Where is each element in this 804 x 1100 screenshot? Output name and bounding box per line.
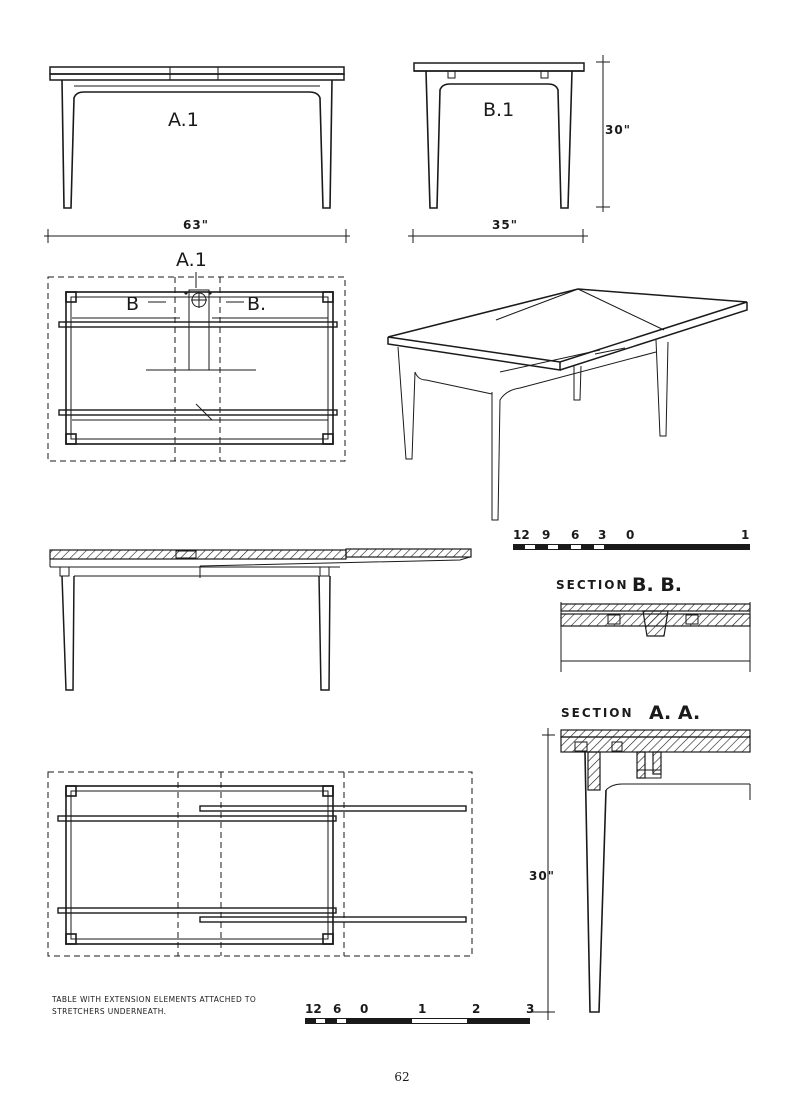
scale-bar-bottom: 12 6 0 1 2 3 [305, 1002, 545, 1024]
length-dimension: 63" [183, 218, 209, 232]
side-view-label: B.1 [483, 99, 514, 121]
height-dimension-side: 30" [605, 123, 631, 137]
scale-bottom-tick-4: 1 [418, 1002, 426, 1016]
scale-bar-top: 12 9 6 3 0 1 [513, 528, 750, 550]
section-bb-word: SECTION [556, 578, 629, 592]
extended-elevation [49, 548, 472, 691]
plan-view-closed: A.1 B B. [47, 249, 346, 462]
section-bb: SECTION B. B. [556, 574, 751, 672]
scale-top-tick-4: 3 [598, 528, 606, 542]
scale-bottom-tick-2: 6 [333, 1002, 341, 1016]
table-perspective [387, 288, 748, 521]
scale-top-tick-2: 9 [542, 528, 550, 542]
scale-bottom-tick-1: 12 [305, 1002, 322, 1016]
height-dimension-section: 30" [529, 869, 555, 883]
section-aa-word: SECTION [561, 706, 634, 720]
section-marker-right: B. [247, 293, 266, 315]
plan-view-extended [47, 771, 473, 957]
scale-top-tick-5: 0 [626, 528, 634, 542]
section-aa: SECTION A. A. 30" [529, 702, 751, 1020]
scale-bottom-tick-5: 2 [472, 1002, 480, 1016]
section-bb-name: B. B. [632, 574, 682, 596]
scale-bottom-tick-6: 3 [526, 1002, 534, 1016]
section-aa-name: A. A. [649, 702, 700, 724]
section-marker-left: B [126, 293, 139, 315]
width-dimension: 35" [492, 218, 518, 232]
scale-top-tick-3: 6 [571, 528, 579, 542]
plan-view-label: A.1 [176, 249, 207, 271]
figure-caption: TABLE WITH EXTENSION ELEMENTS ATTACHED T… [52, 995, 257, 1016]
page-number: 62 [394, 1070, 410, 1084]
scale-bottom-tick-3: 0 [360, 1002, 368, 1016]
scale-top-tick-1: 12 [513, 528, 530, 542]
side-elevation: B.1 35" 30" [408, 55, 631, 243]
scale-top-tick-6: 1 [741, 528, 749, 542]
front-elevation: A.1 63" [44, 66, 350, 243]
front-view-label: A.1 [168, 109, 199, 131]
